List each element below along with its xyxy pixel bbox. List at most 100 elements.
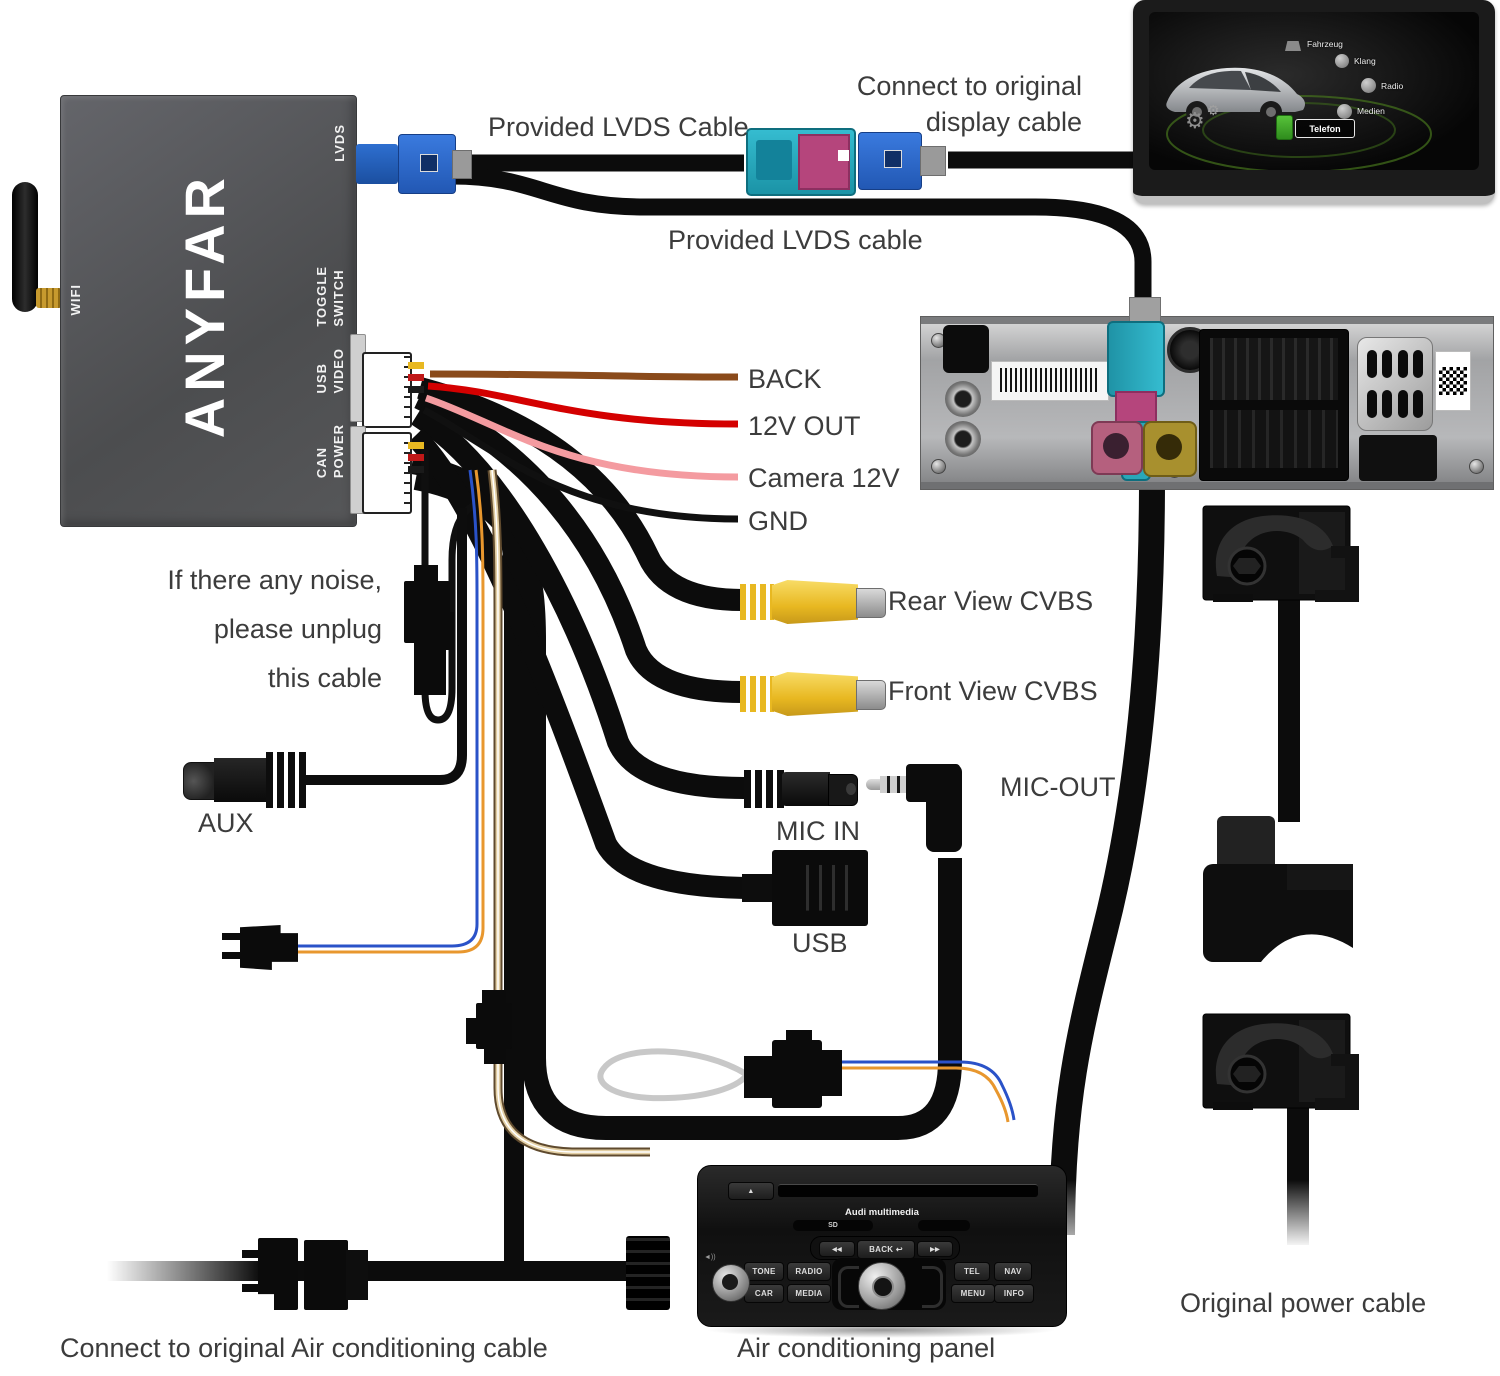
can-power-harness-connector <box>362 432 412 514</box>
aux-jack-body <box>214 758 268 802</box>
medien-icon <box>1337 104 1352 119</box>
media-button: MEDIA <box>787 1284 831 1303</box>
quadlock-connector-3 <box>1201 1012 1361 1112</box>
two-pin-prong-1 <box>222 933 242 940</box>
micin-cable <box>411 405 745 799</box>
menu-item-fahrzeug: Fahrzeug <box>1307 39 1343 49</box>
label-usb: USB <box>792 928 848 958</box>
cd-slot <box>778 1184 1038 1197</box>
console-bracket-left <box>838 1266 859 1308</box>
can-power-wire-stub-black <box>408 466 424 473</box>
pull-loop <box>597 1048 749 1102</box>
wire-blue-1 <box>298 469 479 948</box>
ac-female-plate <box>346 1250 368 1300</box>
grille-hole <box>1382 350 1393 378</box>
quadlock-socket-pins-top <box>1210 338 1338 400</box>
ac-male-prong-1 <box>242 1250 260 1258</box>
wire-orange-1 <box>298 469 485 954</box>
usb-video-wire-stub-red <box>408 374 424 381</box>
gear-icon-large: ⚙ <box>1185 108 1205 133</box>
wire-back <box>429 370 739 381</box>
car-image <box>1166 67 1305 123</box>
eject-icon: ▲ <box>747 1187 755 1195</box>
volume-icon: ◄)) <box>704 1254 716 1261</box>
info-button: INFO <box>994 1284 1034 1303</box>
yellow-fakra-socket <box>1143 421 1197 477</box>
antenna-fakra-black <box>943 325 989 373</box>
usb-video-wire-stub-yellow <box>408 362 424 369</box>
rear-cvbs-rca-ridges <box>740 584 774 620</box>
noise-note-line2: please unplug <box>213 614 382 644</box>
ribbon-inline-connector-lower <box>484 1048 506 1064</box>
label-power-cable: Original power cable <box>1180 1288 1427 1318</box>
transport-row: ◀◀ BACK ↩ ▶▶ <box>810 1236 960 1260</box>
grille-hole <box>1382 390 1393 418</box>
wire-orange-2 <box>838 1066 1010 1123</box>
noise-inline-connector-body <box>404 581 450 643</box>
wifi-antenna <box>12 182 38 312</box>
display-screen: Fahrzeug Klang Radio Medien Telefon ⚙ ⚙ <box>1149 12 1479 170</box>
noise-note-line3: this cable <box>267 663 382 693</box>
loop-inline-connector-main <box>772 1040 822 1108</box>
tel-button: TEL <box>954 1262 990 1281</box>
ribbon-wire-upper <box>491 469 499 992</box>
eject-button: ▲ <box>728 1182 774 1200</box>
label-provided-lvds-bottom: Provided LVDS cable <box>668 225 923 255</box>
label-connect-display-line1: Connect to original <box>856 71 1082 101</box>
wire-12v <box>427 382 739 428</box>
lvds-fakra-pin <box>420 154 438 172</box>
mic-out-plug-tip <box>866 779 882 790</box>
car-button: CAR <box>744 1284 784 1303</box>
label-connect-display: Connect to original display cable <box>850 68 1082 140</box>
label-connect-display-line2: display cable <box>925 107 1082 137</box>
console-bracket-right <box>922 1266 943 1308</box>
grille-hole <box>1413 350 1424 378</box>
ribbon-inline-connector <box>482 990 506 1004</box>
noise-inline-connector-tab <box>444 612 454 650</box>
mic-in-jack-body <box>782 772 830 806</box>
menu-item-radio: Radio <box>1381 81 1404 91</box>
phone-icon <box>1276 115 1293 140</box>
screw-icon <box>1469 459 1484 474</box>
label-noise-note: If there any noise, please unplug this c… <box>166 556 382 703</box>
lvds-plug-collar <box>1129 297 1161 323</box>
grille-hole <box>1397 350 1408 378</box>
blue-connector-pin <box>884 150 902 168</box>
rca-jack-2 <box>945 421 981 457</box>
tone-button: TONE <box>744 1262 784 1281</box>
label-front-cvbs: Front View CVBS <box>888 676 1098 706</box>
aux-cable <box>300 508 467 785</box>
radio-brand-label: Audi multimedia <box>845 1207 919 1218</box>
ribbon-inline-connector-body <box>476 1003 512 1049</box>
rca-jack-1 <box>945 381 981 417</box>
screw-icon <box>931 459 946 474</box>
rear-cvbs-rca-tip <box>856 588 886 618</box>
label-12v-out: 12V OUT <box>748 411 861 441</box>
ac-female-connector <box>304 1240 348 1310</box>
label-aux: AUX <box>198 808 254 838</box>
quadlock-socket-pins-bottom <box>1210 410 1338 468</box>
port-label-lvds: LVDS <box>332 124 347 162</box>
barcode-sticker <box>991 361 1109 401</box>
radio-button: RADIO <box>787 1262 831 1281</box>
label-ac-cable: Connect to original Air conditioning cab… <box>60 1333 548 1363</box>
sd-label: SD <box>828 1222 838 1229</box>
mic-out-plug-pin <box>880 776 908 793</box>
loop-inline-connector-right <box>820 1050 842 1096</box>
telefon-label: Telefon <box>1309 123 1341 134</box>
rca2-cable <box>414 388 743 703</box>
teal-connector-socket <box>756 140 792 180</box>
ac-end-connector <box>626 1236 670 1310</box>
label-ac-panel: Air conditioning panel <box>737 1333 996 1363</box>
pink-fakra-hole <box>1103 433 1129 459</box>
next-button: ▶▶ <box>917 1241 953 1257</box>
prev-icon: ◀◀ <box>832 1246 842 1253</box>
label-back: BACK <box>748 364 822 394</box>
gear-icon-small: ⚙ <box>1207 102 1220 118</box>
menu-item-medien: Medien <box>1357 106 1385 116</box>
mic-in-jack-ridges <box>744 770 784 808</box>
noise-note-line1: If there any noise, <box>167 565 382 595</box>
